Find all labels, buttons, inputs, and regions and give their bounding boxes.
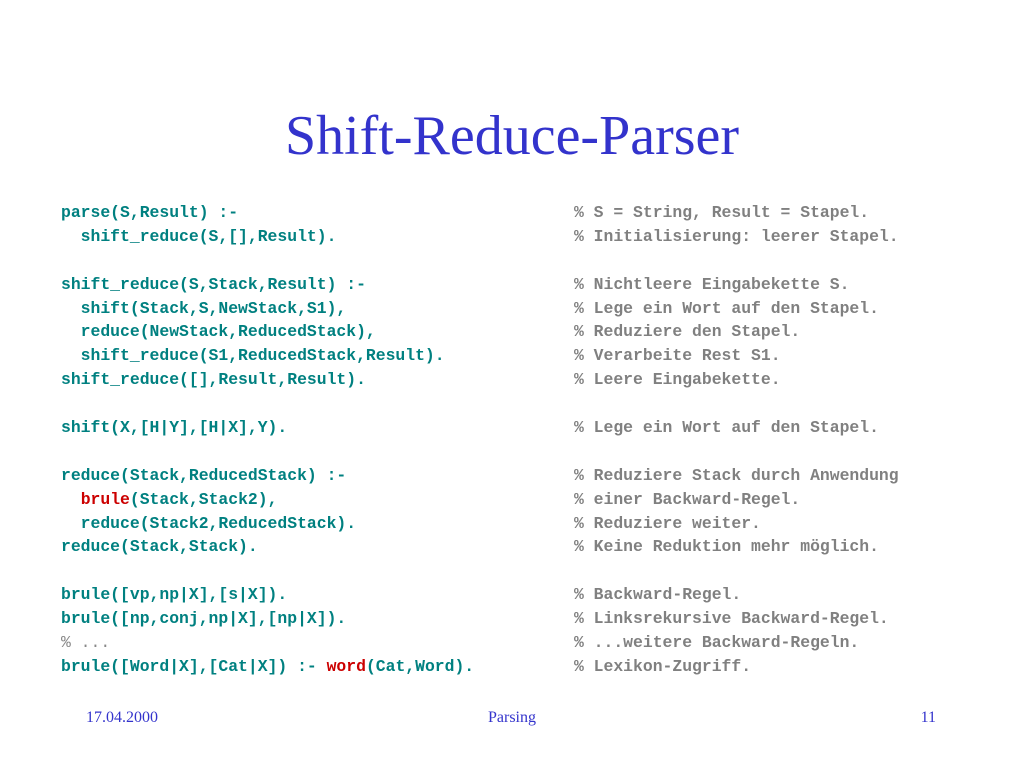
- code-comment: % Leere Eingabekette.: [574, 370, 781, 390]
- code-line: shift_reduce(S1,ReducedStack,Result). % V…: [61, 344, 991, 368]
- code-text: shift_reduce(S,Stack,Result) :-: [61, 273, 366, 297]
- code-text: shift_reduce(S1,ReducedStack,Result).: [61, 344, 445, 368]
- code-segment: reduce(NewStack,ReducedStack),: [61, 322, 376, 342]
- code-text: reduce(Stack,ReducedStack) :-: [61, 464, 346, 488]
- footer-page-number: 11: [920, 709, 936, 726]
- code-line: reduce(Stack,ReducedStack) :- % Reduziere…: [61, 464, 991, 488]
- code-keyword: brule: [80, 489, 130, 509]
- code-segment: shift_reduce(S,[],Result).: [61, 226, 337, 246]
- code-segment: reduce(Stack,ReducedStack) :-: [61, 465, 347, 485]
- code-text: brule(Stack,Stack2),: [61, 488, 278, 512]
- code-segment: (Stack,Stack2),: [129, 489, 278, 509]
- code-text: parse(S,Result) :-: [61, 201, 238, 225]
- code-line: brule([Word|X],[Cat|X]) :- word(Cat,Word…: [61, 655, 991, 679]
- code-comment: % Reduziere den Stapel.: [574, 322, 801, 342]
- code-segment: shift_reduce(S,Stack,Result) :-: [61, 274, 366, 294]
- code-line: shift(Stack,S,NewStack,S1), % Lege ein Wo…: [61, 297, 991, 321]
- footer-date: 17.04.2000: [86, 709, 158, 726]
- slide-title: Shift-Reduce-Parser: [284, 105, 740, 167]
- code-text: shift_reduce([],Result,Result).: [61, 368, 366, 392]
- code-line: [61, 249, 991, 273]
- code-line: brule([np,conj,np|X],[np|X]). % Linksreku…: [61, 607, 991, 631]
- code-segment: shift_reduce([],Result,Result).: [61, 370, 366, 390]
- code-segment: brule([Word|X],[Cat|X]) :-: [61, 656, 327, 676]
- code-comment: % Lege ein Wort auf den Stapel.: [574, 298, 879, 318]
- code-comment: % Backward-Regel.: [574, 585, 742, 605]
- code-line: parse(S,Result) :- % S = String, Result =…: [61, 201, 991, 225]
- code-segment: reduce(Stack,Stack).: [61, 537, 258, 557]
- code-line: reduce(Stack2,ReducedStack). % Reduziere …: [61, 512, 991, 536]
- code-line: [61, 392, 991, 416]
- code-text: shift(Stack,S,NewStack,S1),: [61, 297, 347, 321]
- code-text: brule([vp,np|X],[s|X]).: [61, 583, 287, 607]
- code-segment: brule([np,conj,np|X],[np|X]).: [61, 609, 347, 629]
- code-text: brule([np,conj,np|X],[np|X]).: [61, 607, 346, 631]
- code-segment: % ...: [61, 633, 111, 653]
- code-segment: parse(S,Result) :-: [61, 203, 239, 222]
- code-segment: shift_reduce(S1,ReducedStack,Result).: [61, 346, 445, 366]
- code-segment: [61, 490, 81, 509]
- code-line: [61, 440, 991, 464]
- code-keyword: word: [326, 656, 366, 676]
- code-segment: brule([vp,np|X],[s|X]).: [61, 585, 288, 605]
- code-text: reduce(NewStack,ReducedStack),: [61, 320, 376, 344]
- code-text: brule([Word|X],[Cat|X]) :- word(Cat,Word…: [61, 655, 474, 679]
- code-line: brule([vp,np|X],[s|X]). % Backward-Regel.: [61, 583, 991, 607]
- code-segment: reduce(Stack2,ReducedStack).: [61, 513, 357, 533]
- code-text: shift_reduce(S,[],Result).: [61, 225, 337, 249]
- code-comment: % Lexikon-Zugriff.: [574, 656, 752, 676]
- code-comment: % einer Backward-Regel.: [574, 489, 801, 509]
- code-line: reduce(NewStack,ReducedStack), % Reduzier…: [61, 320, 991, 344]
- code-comment: % Keine Reduktion mehr möglich.: [574, 537, 879, 557]
- code-text: % ...: [61, 631, 110, 655]
- code-text: reduce(Stack2,ReducedStack).: [61, 512, 356, 536]
- code-line: shift_reduce(S,[],Result). % Initialisier…: [61, 225, 991, 249]
- code-comment: % Initialisierung: leerer Stapel.: [574, 226, 899, 246]
- code-line: shift(X,[H|Y],[H|X],Y). % Lege ein Wort a…: [61, 416, 991, 440]
- code-segment: shift(X,[H|Y],[H|X],Y).: [61, 418, 288, 438]
- code-segment: (Cat,Word).: [365, 656, 475, 676]
- code-comment: % Nichtleere Eingabekette S.: [574, 274, 850, 294]
- code-comment: % Verarbeite Rest S1.: [574, 346, 781, 366]
- code-comment: % Lege ein Wort auf den Stapel.: [574, 418, 879, 438]
- code-comment: % Reduziere weiter.: [574, 513, 761, 533]
- code-line: shift_reduce(S,Stack,Result) :- % Nichtle…: [61, 273, 991, 297]
- code-segment: shift(Stack,S,NewStack,S1),: [61, 298, 347, 318]
- code-text: shift(X,[H|Y],[H|X],Y).: [61, 416, 287, 440]
- footer-topic: Parsing: [488, 709, 536, 726]
- code-comment: % ...weitere Backward-Regeln.: [574, 633, 860, 653]
- code-line: % ... % ...weitere Backward-Regeln.: [61, 631, 991, 655]
- code-comment: % Reduziere Stack durch Anwendung: [574, 465, 899, 485]
- code-line: [61, 559, 991, 583]
- code-line: shift_reduce([],Result,Result). % Leere E…: [61, 368, 991, 392]
- code-block: parse(S,Result) :- % S = String, Result =…: [61, 201, 991, 679]
- code-comment: % S = String, Result = Stapel.: [574, 203, 870, 222]
- code-text: reduce(Stack,Stack).: [61, 535, 258, 559]
- code-comment: % Linksrekursive Backward-Regel.: [574, 609, 889, 629]
- code-line: reduce(Stack,Stack). % Keine Reduktion me…: [61, 535, 991, 559]
- code-line: brule(Stack,Stack2), % einer Backward-Reg…: [61, 488, 991, 512]
